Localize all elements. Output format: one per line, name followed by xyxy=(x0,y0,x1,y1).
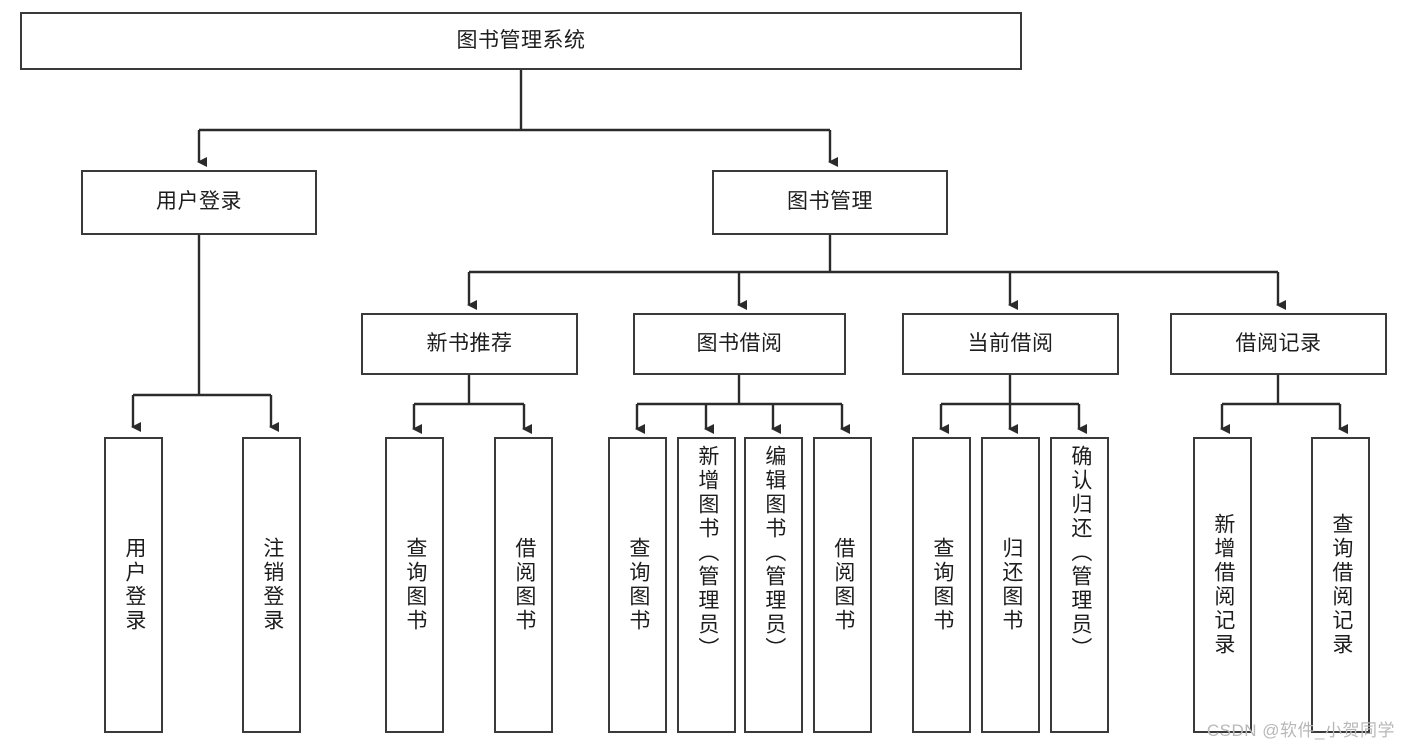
node-leaf-add-borrow-record[interactable]: 新增借阅记录 xyxy=(1193,437,1252,733)
node-leaf-user-logout[interactable]: 注销登录 xyxy=(242,437,301,733)
node-label: 当前借阅 xyxy=(967,331,1054,355)
node-label: 确认归还（管理员） xyxy=(1068,445,1092,661)
node-leaf-user-login[interactable]: 用户登录 xyxy=(104,437,163,733)
node-book-borrow[interactable]: 图书借阅 xyxy=(633,313,846,375)
node-label: 新书推荐 xyxy=(426,331,513,355)
node-leaf-edit-book-admin[interactable]: 编辑图书（管理员） xyxy=(744,437,803,733)
node-book-management[interactable]: 图书管理 xyxy=(712,170,948,235)
node-leaf-borrow-book-recommend[interactable]: 借阅图书 xyxy=(494,437,553,733)
node-label: 注销登录 xyxy=(260,537,284,633)
node-label: 查询图书 xyxy=(403,537,427,633)
node-leaf-confirm-return-admin[interactable]: 确认归还（管理员） xyxy=(1050,437,1109,733)
node-label: 用户登录 xyxy=(156,190,242,214)
node-label: 图书借阅 xyxy=(696,331,783,355)
node-label: 新增借阅记录 xyxy=(1211,513,1235,657)
node-leaf-return-book[interactable]: 归还图书 xyxy=(981,437,1040,733)
node-label: 查询图书 xyxy=(626,537,650,633)
node-label: 编辑图书（管理员） xyxy=(762,445,786,661)
node-borrow-record[interactable]: 借阅记录 xyxy=(1170,313,1387,375)
node-label: 图书管理 xyxy=(787,190,873,214)
node-label: 查询图书 xyxy=(930,537,954,633)
node-leaf-query-book-current[interactable]: 查询图书 xyxy=(912,437,971,733)
node-label: 借阅图书 xyxy=(512,537,536,633)
node-current-borrow[interactable]: 当前借阅 xyxy=(902,313,1119,375)
node-new-book-recommend[interactable]: 新书推荐 xyxy=(361,313,578,375)
node-leaf-query-book-recommend[interactable]: 查询图书 xyxy=(385,437,444,733)
node-label: 借阅图书 xyxy=(831,537,855,633)
node-label: 用户登录 xyxy=(122,537,146,633)
node-leaf-query-borrow-record[interactable]: 查询借阅记录 xyxy=(1311,437,1370,733)
node-label: 查询借阅记录 xyxy=(1329,513,1353,657)
node-leaf-query-book-borrow[interactable]: 查询图书 xyxy=(608,437,667,733)
node-label: 借阅记录 xyxy=(1235,331,1322,355)
node-leaf-add-book-admin[interactable]: 新增图书（管理员） xyxy=(677,437,736,733)
node-root-system[interactable]: 图书管理系统 xyxy=(20,12,1022,70)
node-label: 归还图书 xyxy=(999,537,1023,633)
node-label: 图书管理系统 xyxy=(456,28,586,52)
node-label: 新增图书（管理员） xyxy=(695,445,719,661)
node-leaf-borrow-book[interactable]: 借阅图书 xyxy=(813,437,872,733)
node-user-login[interactable]: 用户登录 xyxy=(81,170,317,235)
